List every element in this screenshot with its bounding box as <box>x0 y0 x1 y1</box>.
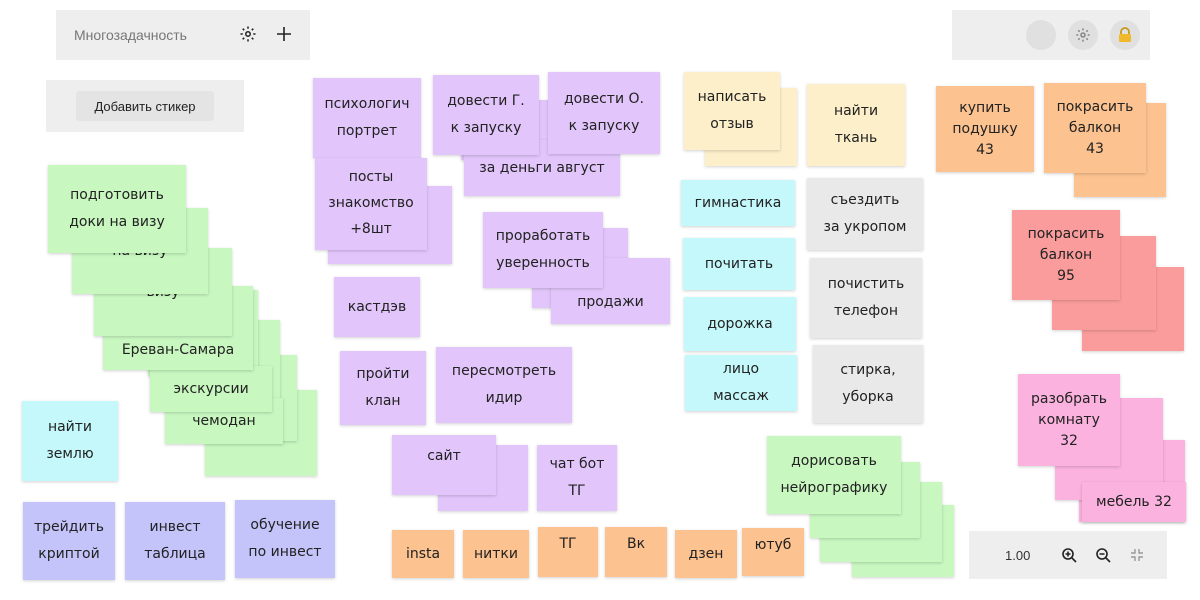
zoom-in-icon[interactable] <box>1059 545 1079 565</box>
sticker[interactable]: экскурсии <box>150 366 272 412</box>
add-sticker-button[interactable]: Добавить стикер <box>76 91 214 121</box>
sticker[interactable]: трейдить криптой <box>23 502 115 580</box>
sticker[interactable]: инвест таблица <box>125 502 225 580</box>
sticker[interactable]: почитать <box>683 238 795 290</box>
sticker[interactable]: подготовить доки на визу <box>48 165 186 253</box>
add-sticker-panel: Добавить стикер <box>46 80 244 132</box>
sticker[interactable]: дорисовать нейрографику <box>767 436 901 514</box>
sticker[interactable]: гимнастика <box>681 180 795 226</box>
sticker[interactable]: съездить за укропом <box>807 178 923 250</box>
sticker[interactable]: кастдэв <box>334 277 420 337</box>
sticker[interactable]: insta <box>392 530 454 578</box>
board-toolbar: Многозадачность <box>56 10 310 60</box>
sticker[interactable]: обучение по инвест <box>235 500 335 578</box>
sticker[interactable]: нитки <box>463 530 529 578</box>
avatar-icon[interactable] <box>1026 20 1056 50</box>
sticker[interactable]: ютуб <box>742 528 804 576</box>
board-title[interactable]: Многозадачность <box>74 27 187 43</box>
sticker[interactable]: Вк <box>605 527 667 577</box>
lock-icon[interactable] <box>1110 20 1140 50</box>
sticker[interactable]: довести О. к запуску <box>548 72 660 154</box>
sticker[interactable]: лицо массаж <box>685 355 797 411</box>
zoom-panel: 1.00 <box>969 531 1167 579</box>
sticker[interactable]: чат бот ТГ <box>537 445 617 511</box>
sticker[interactable]: купить подушку 43 <box>936 86 1034 172</box>
plus-icon[interactable] <box>273 23 295 45</box>
sticker[interactable]: разобрать комнату 32 <box>1018 374 1120 466</box>
sticker[interactable]: покрасить балкон 43 <box>1044 83 1146 173</box>
fit-screen-icon[interactable] <box>1127 545 1147 565</box>
sticker[interactable]: ТГ <box>538 527 598 577</box>
sticker[interactable]: пройти клан <box>340 351 426 425</box>
sticker[interactable]: найти ткань <box>807 84 905 166</box>
top-right-toolbar <box>952 10 1150 60</box>
sticker[interactable]: проработать уверенность <box>483 212 603 288</box>
sticker[interactable]: дорожка <box>684 297 796 351</box>
sticker[interactable]: мебель 32 <box>1082 482 1186 522</box>
zoom-out-icon[interactable] <box>1093 545 1113 565</box>
sticker[interactable]: найти землю <box>22 401 118 481</box>
sticker[interactable]: почистить телефон <box>810 258 922 338</box>
sticker[interactable]: дзен <box>675 530 737 578</box>
sticker[interactable]: психологич портрет <box>313 78 421 158</box>
sticker[interactable]: посты знакомство +8шт <box>315 158 427 250</box>
sticker[interactable]: стирка, уборка <box>813 345 923 423</box>
sticker[interactable]: довести Г. к запуску <box>433 75 539 155</box>
sticker[interactable]: пересмотреть идир <box>436 347 572 423</box>
sticker[interactable]: сайт <box>392 435 496 495</box>
gear-icon[interactable] <box>1068 20 1098 50</box>
zoom-level: 1.00 <box>1005 548 1031 563</box>
gear-icon[interactable] <box>237 23 259 45</box>
sticker[interactable]: покрасить балкон 95 <box>1012 210 1120 300</box>
sticker[interactable]: написать отзыв <box>684 72 780 150</box>
